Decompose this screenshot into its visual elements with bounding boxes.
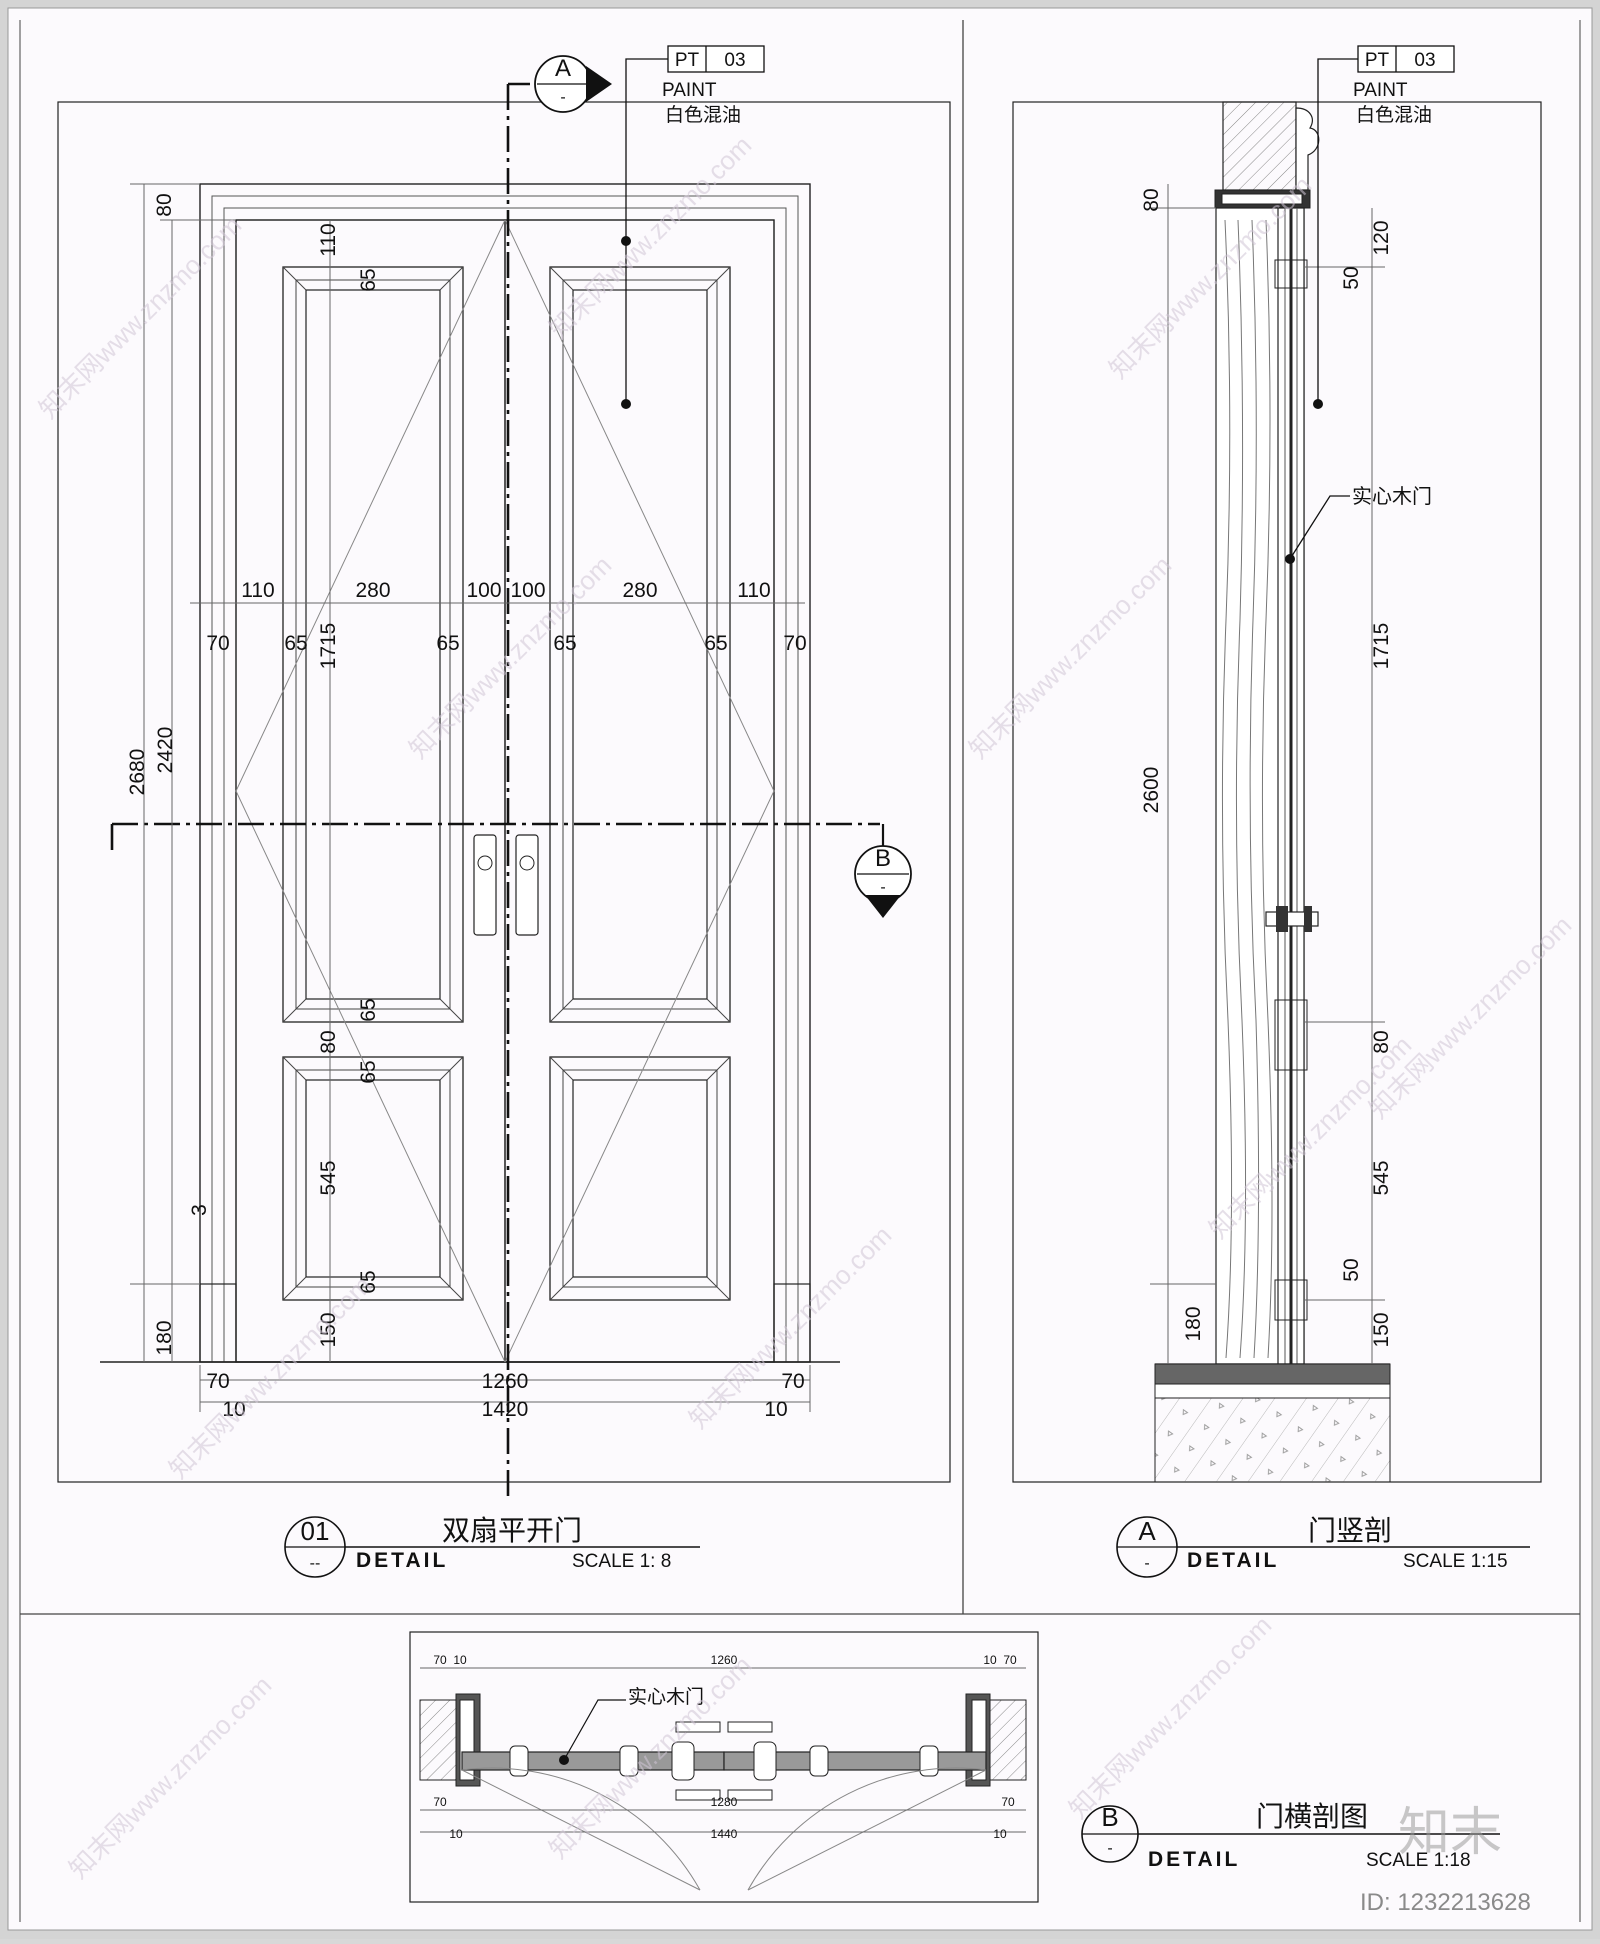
scale-label-a: SCALE 1:15: [1403, 1551, 1508, 1572]
dim-545: 545: [317, 1160, 340, 1195]
title-dash-b: -: [1107, 1840, 1112, 1857]
dim-70-right: 70: [783, 632, 806, 655]
a-dim-2600: 2600: [1140, 767, 1163, 814]
b-dim-10-top-right: 10: [983, 1653, 997, 1667]
dim-1420: 1420: [482, 1398, 529, 1421]
dim-280-right: 280: [622, 579, 657, 602]
dim-280-left: 280: [355, 579, 390, 602]
a-dim-180: 180: [1182, 1306, 1205, 1341]
a-paint-label: PAINT: [1353, 80, 1408, 101]
a-dim-120: 120: [1370, 220, 1393, 255]
dim-10-right: 10: [764, 1398, 787, 1421]
a-dim-150: 150: [1370, 1312, 1393, 1347]
b-dim-1440: 1440: [711, 1827, 738, 1841]
a-dim-80: 80: [1140, 188, 1163, 211]
dim-2420: 2420: [154, 727, 177, 774]
image-id-label: ID: 1232213628: [1360, 1889, 1531, 1916]
a-dim-50: 50: [1340, 266, 1363, 289]
title-number-01: 01: [301, 1516, 330, 1546]
b-solid-door-label: 实心木门: [628, 1686, 704, 1708]
section-a-dash: -: [560, 89, 565, 106]
b-dim-70-top-right: 70: [1003, 1653, 1017, 1667]
scale-label-b: SCALE 1:18: [1366, 1850, 1471, 1871]
paint-label: PAINT: [662, 80, 717, 101]
dim-110-left: 110: [241, 579, 274, 602]
a-dim-545: 545: [1370, 1160, 1393, 1195]
detail-label-b: DETAIL: [1148, 1848, 1240, 1871]
title-dash-01: --: [310, 1555, 321, 1572]
title-horizontal-section: 门横剖图: [1256, 1801, 1368, 1832]
b-dim-1280: 1280: [711, 1795, 738, 1809]
section-b-dash: -: [880, 879, 885, 896]
dim-100-left: 100: [466, 579, 501, 602]
dim-65-d: 65: [704, 632, 727, 655]
a-pt-tag-number: 03: [1414, 50, 1435, 71]
b-dim-70-bottom-right: 70: [1001, 1795, 1015, 1809]
dim-70-bottom-left: 70: [206, 1370, 229, 1393]
b-dim-1260: 1260: [711, 1653, 738, 1667]
dim-65-low: 65: [357, 1270, 380, 1293]
dim-65-mid-b: 65: [357, 1060, 380, 1083]
title-double-door: 双扇平开门: [442, 1515, 582, 1546]
b-dim-70-bottom-left: 70: [433, 1795, 447, 1809]
title-letter-b: B: [1101, 1802, 1118, 1832]
dim-1260: 1260: [482, 1370, 529, 1393]
dim-110: 110: [317, 223, 340, 256]
a-solid-door-label: 实心木门: [1352, 485, 1432, 508]
dim-1715: 1715: [317, 623, 340, 670]
paint-chinese: 白色混油: [665, 104, 741, 126]
section-b-letter: B: [875, 845, 891, 872]
section-a-letter: A: [555, 55, 571, 82]
dim-65-top: 65: [357, 268, 380, 291]
panel-b-horizontal-section: 70 10 1260 10 70 70 1280 70 10 1440 10 实…: [409, 1631, 1500, 1903]
dim-65-b: 65: [436, 632, 459, 655]
dim-180: 180: [153, 1320, 176, 1355]
b-dim-10-left: 10: [449, 1827, 463, 1841]
dim-65-a: 65: [284, 632, 307, 655]
title-dash-a: -: [1144, 1555, 1149, 1572]
pt-tag-label: PT: [675, 50, 700, 71]
title-vertical-section: 门竖剖: [1308, 1515, 1392, 1546]
a-paint-chinese: 白色混油: [1356, 104, 1432, 126]
a-dim-50b: 50: [1340, 1258, 1363, 1281]
dim-65-c: 65: [553, 632, 576, 655]
a-pt-tag-label: PT: [1365, 50, 1390, 71]
znzmo-logo: 知末: [1398, 1803, 1502, 1863]
dim-65-mid-a: 65: [357, 998, 380, 1021]
dim-100-right: 100: [510, 579, 545, 602]
dim-80-mid: 80: [317, 1030, 340, 1053]
panel-a-vertical-section: 80 120 50 1715 2600 80 545 50 150 180 PT…: [1012, 45, 1542, 1578]
dim-80: 80: [153, 193, 176, 216]
dim-10-left: 10: [222, 1398, 245, 1421]
panel-01-elevation: A - B - PT 03 PAINT 白色混油: [57, 45, 951, 1578]
b-dim-70-top-left: 70: [433, 1653, 447, 1667]
b-dim-10-right: 10: [993, 1827, 1007, 1841]
a-dim-80b: 80: [1370, 1030, 1393, 1053]
a-dim-1715: 1715: [1370, 623, 1393, 670]
detail-label-a: DETAIL: [1187, 1549, 1279, 1572]
b-dim-10-top-left: 10: [453, 1653, 467, 1667]
detail-label-01: DETAIL: [356, 1549, 448, 1572]
scale-label-01: SCALE 1: 8: [572, 1551, 671, 1572]
dim-150: 150: [317, 1312, 340, 1347]
title-letter-a: A: [1138, 1516, 1156, 1546]
dim-70-left: 70: [206, 632, 229, 655]
dim-2680: 2680: [126, 749, 149, 796]
dim-110-right: 110: [737, 579, 770, 602]
pt-tag-number: 03: [724, 50, 745, 71]
dim-3: 3: [188, 1204, 211, 1216]
dim-70-bottom-right: 70: [781, 1370, 804, 1393]
